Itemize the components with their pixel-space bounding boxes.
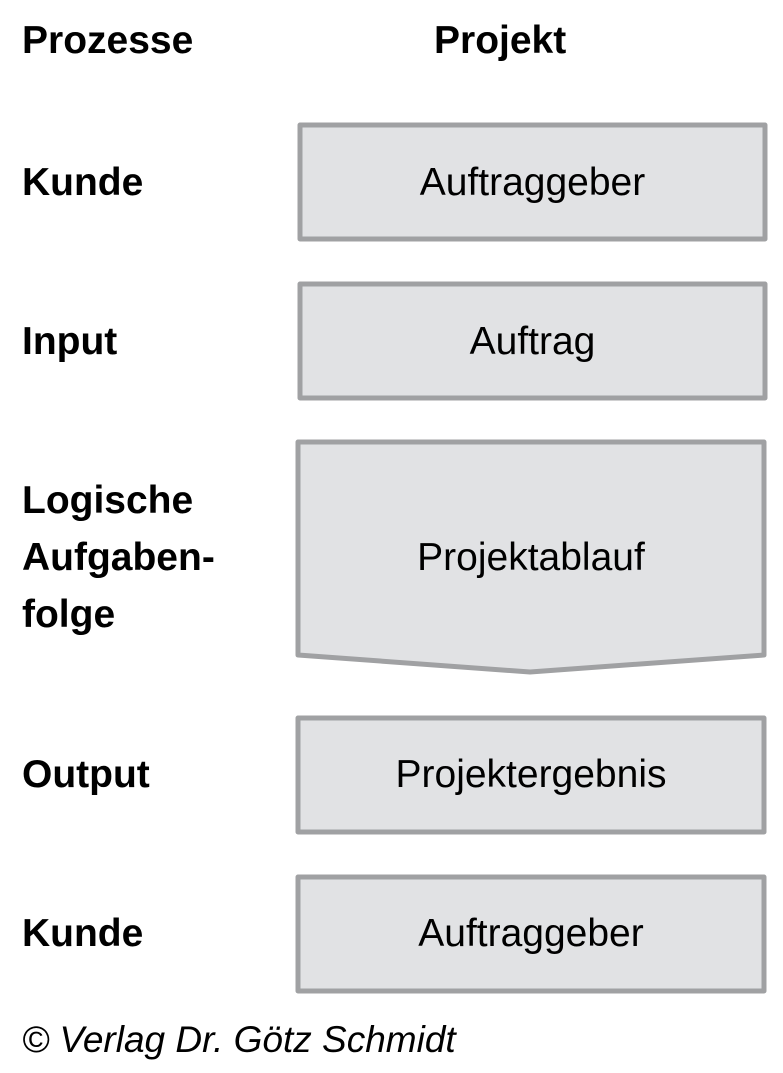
project-label-auftrag: Auftrag: [469, 320, 596, 363]
header-prozesse: Prozesse: [22, 19, 194, 62]
project-label-projektablauf: Projektablauf: [417, 536, 645, 579]
process-label-logische-line3: folge: [22, 593, 116, 636]
project-label-projektergebnis: Projektergebnis: [395, 753, 667, 796]
process-label-logische-line1: Logische: [22, 479, 194, 522]
process-label-kunde: Kunde: [22, 161, 144, 204]
project-label-auftraggeber-2: Auftraggeber: [418, 912, 644, 955]
process-label-logische-line2: Aufgaben-: [22, 536, 215, 579]
box-projektablauf-arrow: [295, 439, 767, 675]
box-auftrag: [297, 281, 768, 401]
header-projekt: Projekt: [434, 19, 567, 62]
box-auftraggeber-1: [297, 122, 768, 242]
process-label-output: Output: [22, 753, 150, 796]
box-auftraggeber-2: [295, 874, 767, 994]
process-label-input: Input: [22, 320, 118, 363]
box-projektergebnis: [295, 715, 767, 835]
copyright-footer: © Verlag Dr. Götz Schmidt: [22, 1019, 456, 1060]
project-label-auftraggeber: Auftraggeber: [419, 161, 646, 204]
process-label-kunde-2: Kunde: [22, 912, 144, 955]
